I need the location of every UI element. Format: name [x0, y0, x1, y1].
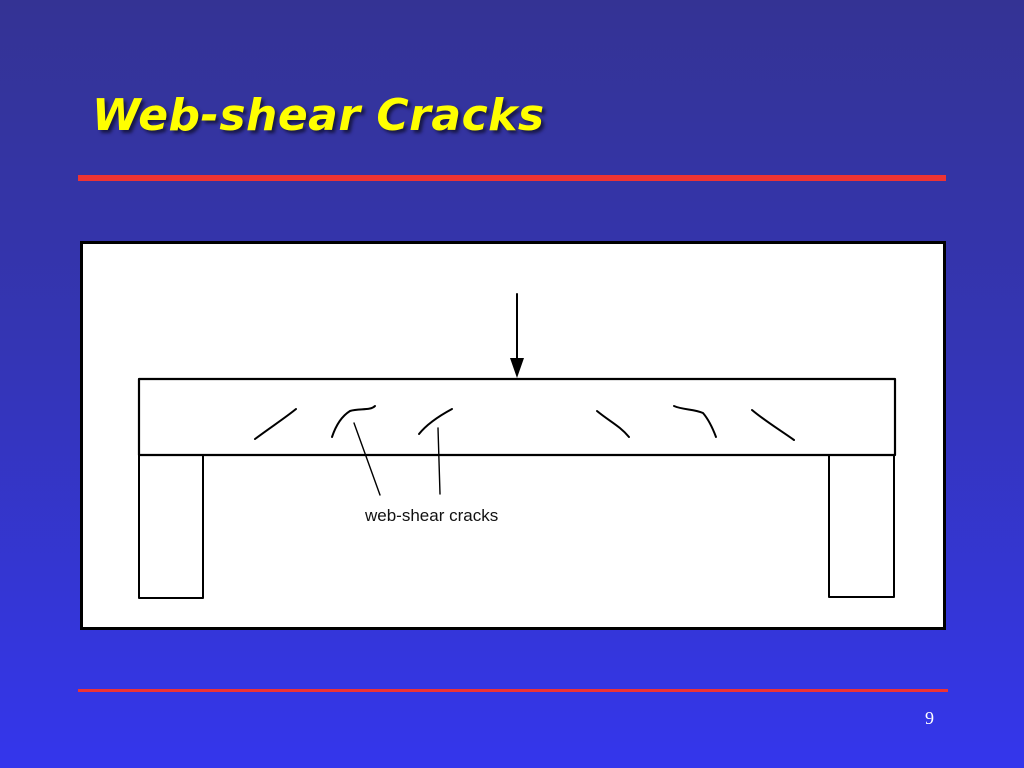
left-support [138, 454, 204, 599]
crack-3 [418, 408, 453, 435]
crack-2 [331, 405, 376, 438]
beam-diagram: web-shear cracks [80, 241, 946, 630]
bottom-divider [78, 689, 948, 692]
web-shear-cracks-label: web-shear cracks [365, 506, 499, 525]
down-arrow-icon [510, 358, 524, 378]
right-support [828, 454, 895, 598]
beam-drawing [137, 293, 897, 599]
page-number: 9 [925, 708, 934, 728]
leader-line-2 [437, 427, 441, 495]
crack-1 [254, 408, 297, 440]
crack-6 [751, 409, 795, 441]
slide-title: Web-shear Cracks [92, 90, 545, 141]
crack-4 [596, 410, 630, 438]
crack-5 [673, 405, 717, 438]
beam [137, 377, 897, 457]
leader-line-1 [353, 422, 381, 496]
top-divider [78, 175, 946, 181]
